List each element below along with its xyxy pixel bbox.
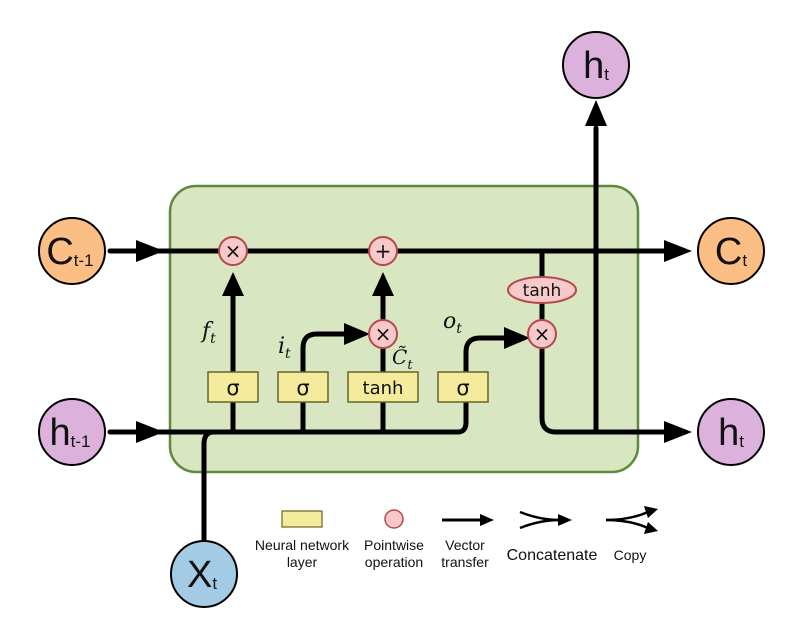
pointwise-forget-multiply: × (218, 236, 248, 266)
output-gate-label: ot (443, 309, 462, 337)
multiply-icon: × (375, 322, 392, 346)
cell-state-out-node: Ct (697, 217, 765, 285)
arrow-input-right (344, 323, 370, 345)
tanh-layer-label: tanh (363, 378, 404, 399)
pointwise-add: + (368, 236, 398, 266)
multiply-icon: × (534, 322, 551, 346)
legend-layer-label-2: layer (287, 554, 318, 570)
plus-icon: + (375, 239, 392, 263)
sigma-label: σ (226, 376, 239, 400)
svg-text:ht: ht (583, 45, 609, 87)
legend-layer-label-1: Neural network (255, 537, 350, 553)
multiply-icon: × (225, 239, 242, 263)
legend-layer-swatch (281, 510, 323, 528)
svg-text:Ct: Ct (715, 231, 747, 273)
legend-concatenate-icon (519, 510, 561, 530)
arrow-heads (136, 100, 692, 443)
pointwise-tanh: tanh (507, 276, 577, 304)
lstm-cell-box (168, 184, 640, 474)
arrow-to-h-out (664, 421, 692, 443)
layer-input-sigma: σ (277, 371, 329, 403)
candidate-label: C̃t (392, 345, 413, 373)
legend-copy-arrowhead-top-icon (644, 506, 658, 518)
legend-concatenate-label: Concatenate (507, 547, 598, 564)
x-input-line (201, 429, 217, 543)
legend-vector-label-2: transfer (441, 554, 489, 570)
legend-vector-arrowhead-icon (480, 514, 494, 526)
layer-forget-sigma: σ (207, 371, 259, 403)
arrow-output-right (504, 327, 530, 349)
svg-text:Ct-1: Ct-1 (46, 231, 93, 273)
legend-pointwise-label-2: operation (365, 554, 423, 570)
legend-copy-arrowhead-bottom-icon (644, 522, 658, 534)
input-gate-label: it (278, 334, 291, 362)
svg-text:ht-1: ht-1 (50, 412, 91, 454)
pointwise-input-multiply: × (368, 319, 398, 349)
legend-concatenate-arrowhead-icon (558, 514, 572, 526)
arrow-to-c-out (664, 240, 692, 262)
legend-copy-label: Copy (614, 547, 647, 563)
arrow-to-h-top (585, 100, 607, 126)
hidden-out-node: ht (697, 398, 765, 466)
arrow-input-up (372, 272, 394, 296)
legend-vector-label-1: Vector (445, 537, 485, 553)
svg-text:ht: ht (718, 412, 744, 454)
sigma-label: σ (296, 376, 309, 400)
pointwise-output-multiply: × (527, 319, 557, 349)
hidden-prev-node: ht-1 (38, 398, 106, 466)
legend-copy-icon (605, 510, 649, 530)
hidden-out-top-node: ht (562, 31, 630, 99)
arrow-into-cell-state (136, 240, 164, 262)
input-x-node: Xt (170, 540, 238, 608)
legend-pointwise-swatch (384, 509, 404, 529)
cell-state-prev-node: Ct-1 (38, 217, 106, 285)
svg-text:Xt: Xt (187, 554, 217, 596)
sigma-label: σ (456, 376, 469, 400)
legend: Neural network layer Pointwise operation… (255, 506, 658, 570)
arrow-forget-up (222, 272, 244, 296)
input-gate-output-line (300, 331, 361, 375)
layer-output-sigma: σ (437, 371, 489, 403)
hidden-output-line (539, 347, 687, 435)
legend-pointwise-label-1: Pointwise (364, 537, 424, 553)
layer-candidate-tanh: tanh (347, 371, 419, 403)
tanh-op-label: tanh (523, 281, 562, 301)
arrow-into-hidden (136, 421, 164, 443)
